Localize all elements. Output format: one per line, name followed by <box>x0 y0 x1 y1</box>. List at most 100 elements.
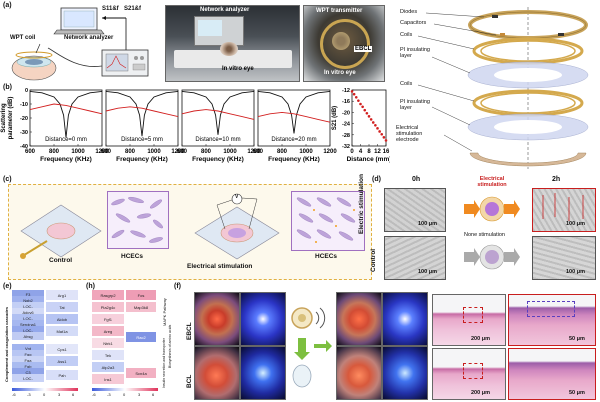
x-tick-label: 1200 <box>95 149 109 155</box>
e-axis-tick: 0 <box>43 392 46 397</box>
none-center-icon <box>462 236 522 278</box>
s21-curve <box>181 109 255 120</box>
x-tick-label: 600 <box>177 149 188 155</box>
e-cell: Fgb <box>12 362 44 370</box>
panel-label-b: (b) <box>3 84 12 91</box>
x-tick-label: 1000 <box>71 149 85 155</box>
wpt-coil-icon <box>15 51 53 59</box>
panel-label-c: (c) <box>3 176 12 183</box>
exploded-label-pi-1: PI insulating layer <box>400 47 430 59</box>
layer-electrode <box>469 152 587 167</box>
h-cell: Rasgrp2 <box>92 290 124 300</box>
bcl-row-label: BCL <box>186 374 193 388</box>
s21-point <box>367 115 371 118</box>
s21-point <box>374 123 377 127</box>
x-axis-label: Frequency (KHz) <box>268 156 320 163</box>
panel-label-h: (h) <box>86 283 95 290</box>
exploded-label-diodes: Diodes <box>400 9 418 15</box>
hcecs-cells-right <box>296 197 356 243</box>
e-cell: Arg1 <box>46 290 78 300</box>
distance-annotation: Distance=10 mm <box>195 137 240 143</box>
e-cell: Fga <box>12 356 44 364</box>
x-tick-label: 800 <box>125 149 136 155</box>
he-ebcl-low: 200 μm <box>432 294 506 346</box>
x-tick-label: 800 <box>277 149 288 155</box>
s21-point <box>384 139 388 142</box>
he-bcl-low: 200 μm <box>432 348 506 400</box>
scalebar-3: 100 μm <box>418 269 437 275</box>
s21-point <box>363 108 367 112</box>
distance-annotation: Distance=5 mm <box>121 137 163 143</box>
e-cell: Aldob <box>46 314 78 324</box>
cable <box>47 47 103 67</box>
e-cell: LOC- <box>12 302 44 310</box>
none-arrow-icon <box>464 244 520 270</box>
chart-frame <box>257 89 331 147</box>
s11-curve <box>181 90 255 135</box>
row-control-label: Control <box>370 248 377 272</box>
hcecs-left-label: HCECs <box>121 253 144 260</box>
h-cell: Scn4a <box>126 368 156 378</box>
x-tick-label: 1000 <box>223 149 237 155</box>
h-side-insulin: Insulin secretion and transporter <box>162 338 166 388</box>
eye-after2-blue <box>382 346 428 400</box>
x-tick-label: 600 <box>25 149 36 155</box>
heatmap-e: F3 Ngb2 LOC- Adcy6 LOC- Serpina1 LOC- Ah… <box>12 290 82 386</box>
eye-after2-white <box>336 346 382 400</box>
s21-point <box>378 130 381 133</box>
x-tick-label: 12 <box>374 149 381 155</box>
ebcl-lens-photo <box>332 32 350 50</box>
hcecs-zoom-left <box>107 191 169 249</box>
eye-after-white <box>336 292 382 346</box>
x-axis-label: Distance (mm) <box>347 156 390 163</box>
es-plate <box>194 193 280 260</box>
y-tick-label: -28 <box>342 133 350 139</box>
panel-label-e: (e) <box>3 283 12 290</box>
control-label: Control <box>49 257 73 264</box>
x-tick-label: 0 <box>350 149 354 155</box>
panel-label-a: (a) <box>3 2 12 9</box>
setup-schematic <box>11 7 149 81</box>
es-arrow-icon <box>464 196 520 222</box>
micro-ctrl-2h <box>532 236 596 280</box>
x-tick-label: 600 <box>101 149 112 155</box>
e-cell: Adcy6 <box>12 308 44 316</box>
eye-photo <box>220 42 238 56</box>
scalebar-1: 100 μm <box>418 221 437 227</box>
photo1-analyzer-label: Network analyzer <box>200 7 250 13</box>
e-cell: LOC- <box>12 326 44 334</box>
distance-annotation: Distance=0 mm <box>45 137 87 143</box>
y-tick-label: -12 <box>342 88 350 94</box>
wpt-coil-label: WPT coil <box>10 35 36 41</box>
col-es-label: Electrical stimulation <box>477 176 507 188</box>
e-axis-tick: -3 <box>27 392 31 397</box>
s21-point <box>369 118 373 121</box>
s21-point <box>365 111 369 115</box>
s21-point <box>357 99 360 102</box>
exploded-view: Diodes Capacitors Coils PI insulating la… <box>388 3 598 173</box>
he-ebcl-high: 50 μm <box>508 294 596 346</box>
micro-es-0h <box>384 188 446 232</box>
e-cell: Vnt <box>12 344 44 352</box>
e-cell: Ass1 <box>46 356 78 366</box>
s21-curve <box>29 103 103 115</box>
s11-curve <box>29 90 103 138</box>
h-axis-tick: -6 <box>92 392 96 397</box>
e-cell: C3 <box>12 368 44 376</box>
he-zoom-box <box>463 307 483 323</box>
h-cell: Areg <box>92 326 124 336</box>
he-region-box <box>527 301 575 317</box>
col-2h-label: 2h <box>552 176 561 183</box>
x-tick-label: 1000 <box>147 149 161 155</box>
micro-es-2h <box>532 188 596 232</box>
scale-50-bottom: 50 μm <box>569 390 585 396</box>
es-center-icon <box>462 188 522 230</box>
e-cell: Cps1 <box>46 344 78 354</box>
scale-50-top: 50 μm <box>569 336 585 342</box>
x-tick-label: 800 <box>201 149 212 155</box>
y-tick-label: -40 <box>20 144 28 150</box>
s21-point <box>350 90 354 93</box>
x-tick-label: 1200 <box>247 149 261 155</box>
s21-curve <box>257 111 331 123</box>
